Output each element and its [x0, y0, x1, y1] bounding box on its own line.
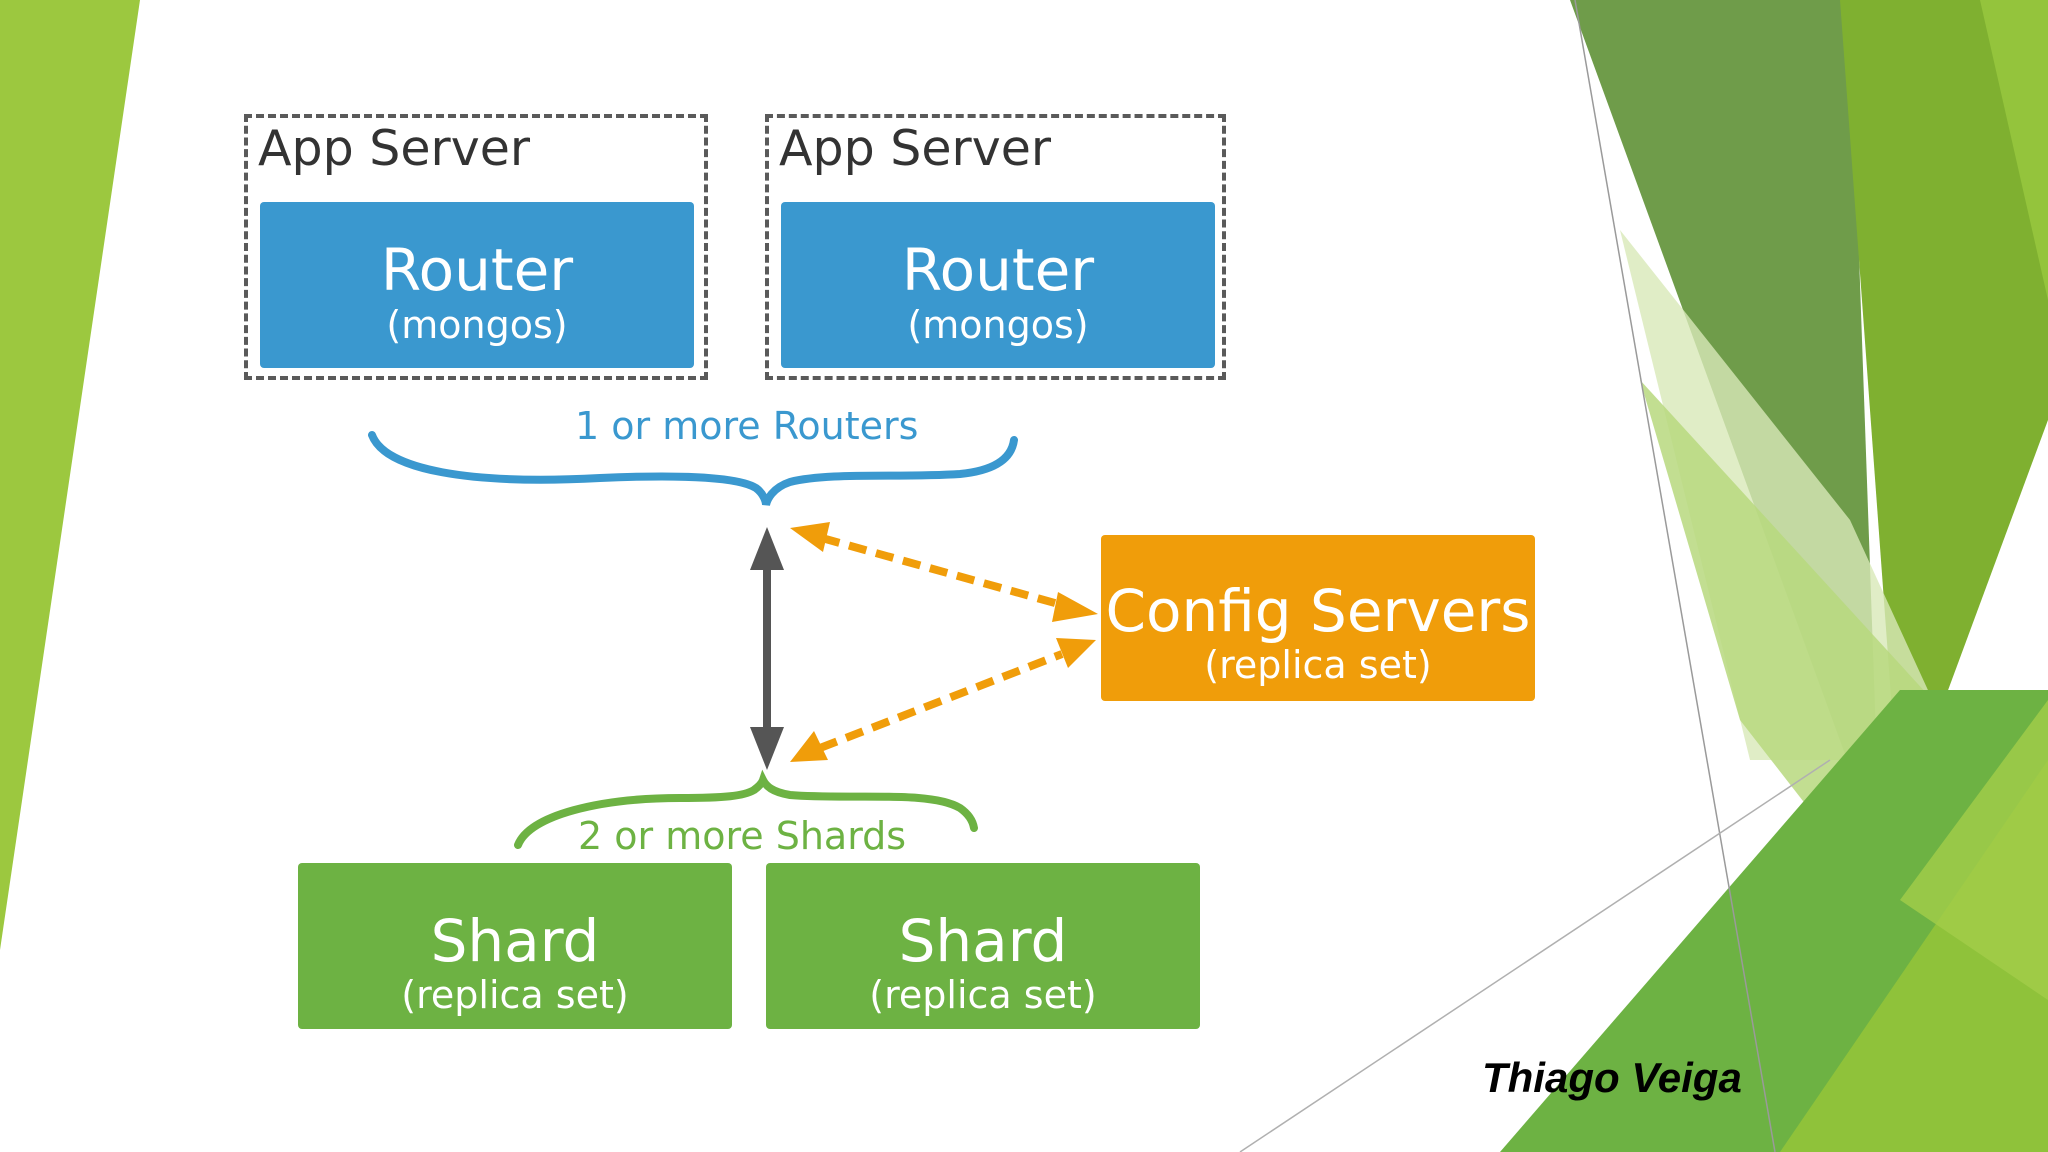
- routers-brace: [368, 431, 1018, 507]
- shards-brace: [514, 769, 978, 849]
- arrow-head-up-icon: [750, 527, 784, 570]
- router-box-1: Router (mongos): [260, 202, 694, 368]
- shard-box-2: Shard (replica set): [766, 863, 1200, 1029]
- left-green-wedge: [0, 0, 140, 950]
- router-subtitle: (mongos): [907, 303, 1089, 347]
- thin-diagonal-line: [1239, 759, 1831, 1152]
- config-servers-subtitle: (replica set): [1204, 643, 1432, 687]
- app-server-label: App Server: [258, 120, 530, 177]
- config-shard-arrow-shaft: [818, 650, 1064, 752]
- right-pale-green-panel: [1620, 230, 1960, 760]
- right-corner-lime-panel: [1900, 700, 2048, 1000]
- routers-brace-label: 1 or more Routers: [575, 404, 919, 448]
- shard-box-1: Shard (replica set): [298, 863, 732, 1029]
- shard-subtitle: (replica set): [401, 973, 629, 1017]
- router-subtitle: (mongos): [386, 303, 568, 347]
- config-router-arrow-shaft: [820, 534, 1064, 609]
- shards-brace-label: 2 or more Shards: [578, 814, 907, 858]
- router-title: Router: [901, 236, 1095, 304]
- shard-subtitle: (replica set): [869, 973, 1097, 1017]
- app-server-box-1: App Server Router (mongos): [244, 114, 708, 380]
- thin-diagonal-line: [1574, 0, 1776, 1152]
- arrow-head-icon: [790, 522, 830, 552]
- arrow-head-icon: [1052, 592, 1098, 622]
- config-servers-box: Config Servers (replica set): [1101, 535, 1535, 701]
- app-server-label: App Server: [779, 120, 1051, 177]
- shard-title: Shard: [430, 907, 600, 975]
- app-server-box-2: App Server Router (mongos): [765, 114, 1226, 380]
- shard-title: Shard: [898, 907, 1068, 975]
- author-credit: Thiago Veiga: [1482, 1054, 1742, 1101]
- arrow-head-icon: [790, 731, 828, 762]
- right-bright-panel: [1980, 0, 2048, 300]
- arrow-head-icon: [1056, 638, 1096, 668]
- arrow-head-down-icon: [750, 727, 784, 770]
- router-box-2: Router (mongos): [781, 202, 1215, 368]
- config-servers-title: Config Servers: [1105, 577, 1531, 645]
- router-title: Router: [380, 236, 574, 304]
